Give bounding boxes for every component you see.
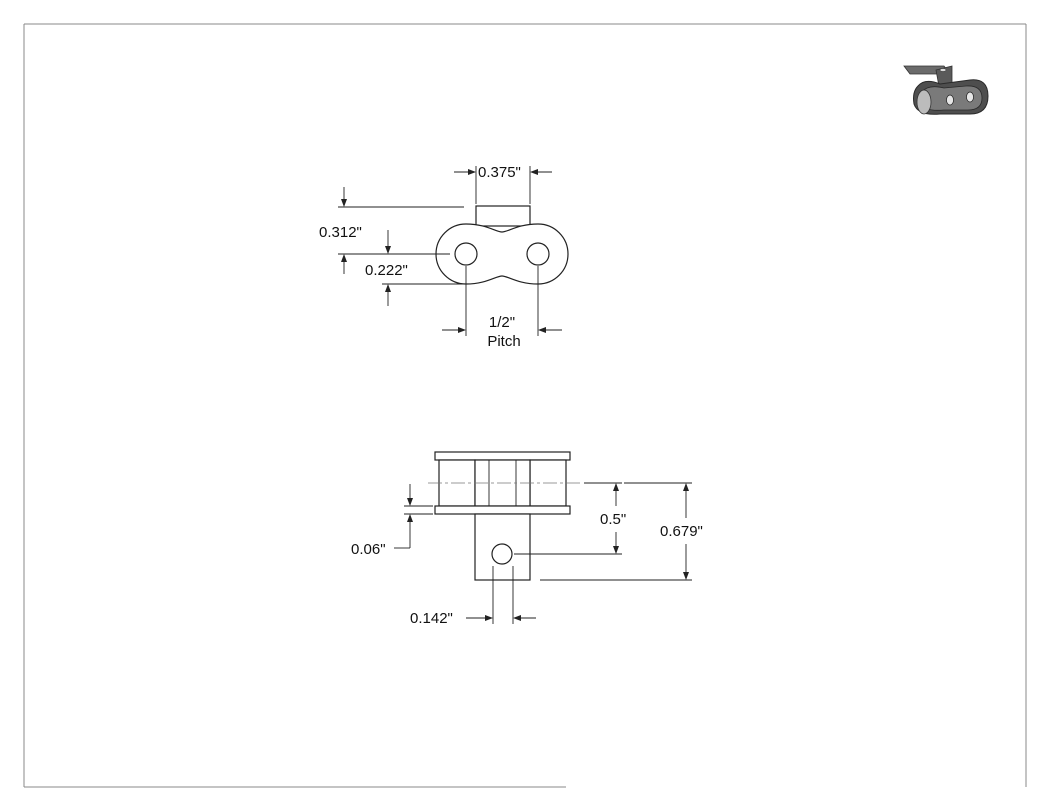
chain-link-attachment-3d-icon <box>903 65 989 115</box>
sheet-border <box>23 23 1027 788</box>
dim-front-hole-diameter: 0.142" <box>410 610 453 627</box>
front-view: 0.06" 0.5" 0.679" 0.142" <box>351 451 703 627</box>
dim-front-overall: 0.679" <box>660 523 703 540</box>
top-view: 0.375" 0.312" 0.222" 1/2" Pitch <box>319 164 569 350</box>
dim-pitch-value: 1/2" <box>489 314 515 331</box>
dim-front-hole-distance: 0.5" <box>600 511 626 528</box>
top-view-hole-right <box>526 242 550 266</box>
dim-pitch-label: Pitch <box>487 333 520 350</box>
dim-top-tab-width: 0.375" <box>478 164 521 181</box>
dim-top-height: 0.312" <box>319 224 362 241</box>
top-view-hole-left <box>454 242 478 266</box>
dim-top-hole-offset: 0.222" <box>365 262 408 279</box>
front-view-hole <box>491 543 513 565</box>
dim-front-plate-thickness: 0.06" <box>351 541 386 558</box>
